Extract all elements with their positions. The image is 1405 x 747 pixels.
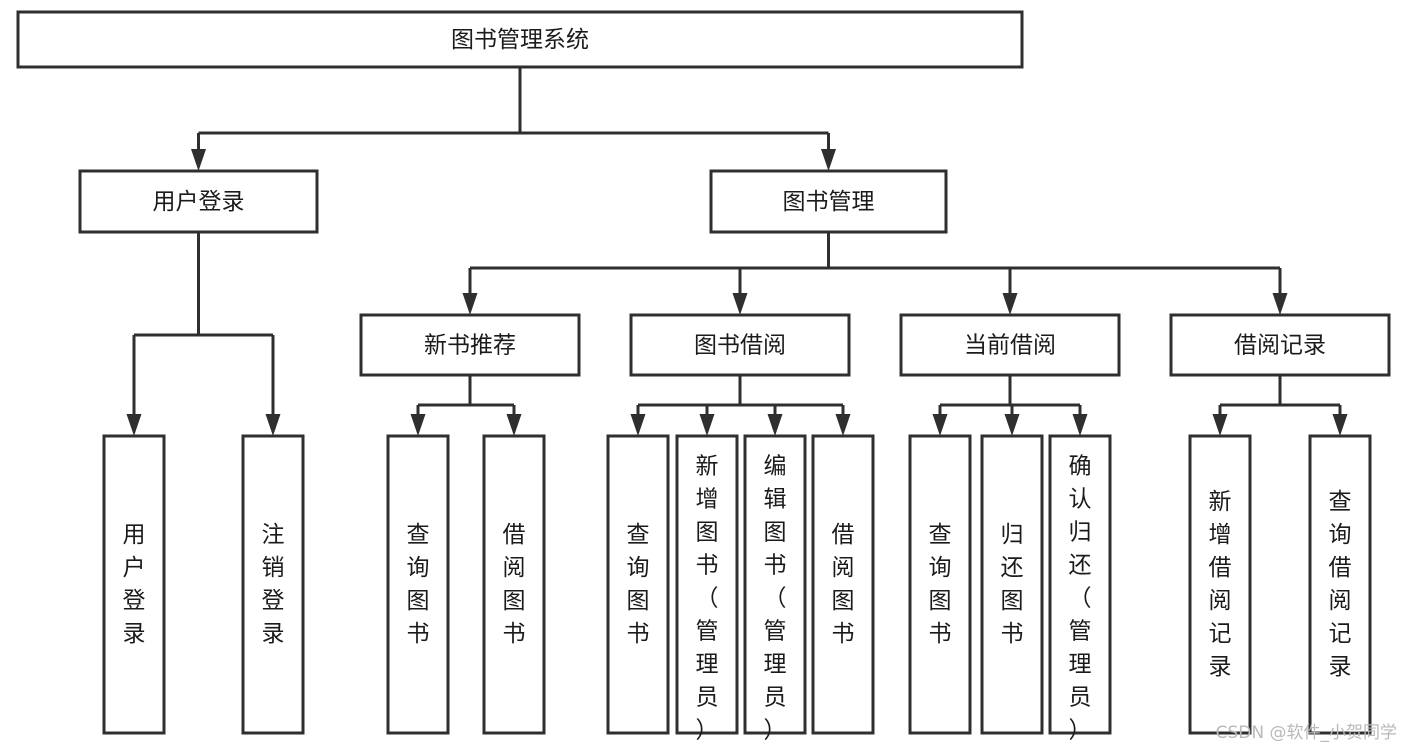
node-leaf-user-login[interactable]: 用户登录 [102, 434, 166, 735]
node-label: 图书借阅 [694, 333, 786, 359]
connector-group [462, 232, 1288, 315]
node-label: 新书推荐 [424, 333, 516, 359]
connector-arrowhead [1212, 414, 1228, 436]
node-leaf-query-book-3[interactable]: 查询图书 [908, 434, 972, 735]
connector-arrowhead [265, 414, 281, 436]
node-box[interactable] [386, 434, 450, 735]
node-user-login[interactable]: 用户登录 [78, 169, 319, 234]
node-label: 确认归还（管理员） [1069, 453, 1092, 743]
node-label: 借阅图书 [503, 522, 526, 647]
connector-arrowhead [191, 149, 206, 171]
node-leaf-add-record[interactable]: 新增借阅记录 [1188, 434, 1252, 735]
connector-arrowhead [410, 414, 426, 436]
connector-layer [126, 67, 1348, 436]
connector-arrowhead [699, 414, 715, 436]
node-label: 用户登录 [153, 189, 245, 215]
node-book-borrow[interactable]: 图书借阅 [629, 313, 851, 377]
connector-arrowhead [1002, 293, 1018, 315]
connector-arrowhead [767, 414, 783, 436]
node-box[interactable] [102, 434, 166, 735]
node-borrow-record[interactable]: 借阅记录 [1169, 313, 1391, 377]
node-leaf-add-book[interactable]: 新增图书（管理员） [675, 434, 739, 743]
node-layer: 图书管理系统用户登录图书管理新书推荐图书借阅当前借阅借阅记录用户登录注销登录查询… [16, 10, 1391, 743]
connector-group [630, 375, 851, 436]
node-box[interactable] [709, 169, 948, 234]
node-label: 新增图书（管理员） [696, 453, 719, 743]
connector-arrowhead [821, 149, 836, 171]
node-label: 图书管理 [783, 189, 875, 215]
node-label: 归还图书 [1001, 522, 1024, 647]
node-leaf-borrow-book-2[interactable]: 借阅图书 [811, 434, 875, 735]
node-box[interactable] [1169, 313, 1391, 377]
node-label: 借阅图书 [832, 522, 855, 647]
node-box[interactable] [78, 169, 319, 234]
node-label: 查询借阅记录 [1329, 489, 1352, 680]
node-label: 用户登录 [123, 522, 146, 647]
node-box[interactable] [359, 313, 581, 377]
node-box[interactable] [482, 434, 546, 735]
node-label: 当前借阅 [964, 333, 1056, 359]
node-box[interactable] [241, 434, 305, 735]
node-box[interactable] [1308, 434, 1372, 735]
node-leaf-borrow-book-1[interactable]: 借阅图书 [482, 434, 546, 735]
node-leaf-query-book-1[interactable]: 查询图书 [386, 434, 450, 735]
node-current-borrow[interactable]: 当前借阅 [899, 313, 1121, 377]
node-box[interactable] [606, 434, 670, 735]
connector-group [1212, 375, 1348, 436]
node-book-manage[interactable]: 图书管理 [709, 169, 948, 234]
connector-arrowhead [835, 414, 851, 436]
node-box[interactable] [899, 313, 1121, 377]
node-leaf-logout[interactable]: 注销登录 [241, 434, 305, 735]
node-label: 查询图书 [407, 522, 430, 647]
node-leaf-query-record[interactable]: 查询借阅记录 [1308, 434, 1372, 735]
node-box[interactable] [980, 434, 1044, 735]
connector-arrowhead [126, 414, 142, 436]
node-label: 编辑图书（管理员） [764, 453, 787, 743]
connector-arrowhead [1332, 414, 1348, 436]
connector-arrowhead [932, 414, 948, 436]
node-box[interactable] [629, 313, 851, 377]
node-label: 查询图书 [627, 522, 650, 647]
connector-group [932, 375, 1088, 436]
node-leaf-edit-book[interactable]: 编辑图书（管理员） [743, 434, 807, 743]
node-box[interactable] [743, 434, 807, 735]
node-label: 借阅记录 [1234, 333, 1326, 359]
watermark-text: CSDN @软件_小贺同学 [1215, 723, 1397, 743]
connector-arrowhead [1004, 414, 1020, 436]
connector-group [126, 232, 281, 436]
node-root[interactable]: 图书管理系统 [16, 10, 1024, 69]
connector-arrowhead [1072, 414, 1088, 436]
connector-group [191, 67, 836, 171]
node-box[interactable] [1188, 434, 1252, 735]
node-new-book-rec[interactable]: 新书推荐 [359, 313, 581, 377]
node-leaf-query-book-2[interactable]: 查询图书 [606, 434, 670, 735]
node-box[interactable] [811, 434, 875, 735]
node-label: 查询图书 [929, 522, 952, 647]
connector-arrowhead [1272, 293, 1288, 315]
node-leaf-confirm-return[interactable]: 确认归还（管理员） [1048, 434, 1112, 743]
node-box[interactable] [675, 434, 739, 735]
connector-group [410, 375, 522, 436]
node-box[interactable] [16, 10, 1024, 69]
node-label: 新增借阅记录 [1209, 489, 1232, 680]
node-label: 图书管理系统 [451, 27, 589, 53]
connector-arrowhead [630, 414, 646, 436]
node-box[interactable] [908, 434, 972, 735]
node-box[interactable] [1048, 434, 1112, 735]
connector-arrowhead [462, 293, 478, 315]
connector-arrowhead [506, 414, 522, 436]
node-label: 注销登录 [262, 522, 285, 647]
connector-arrowhead [732, 293, 748, 315]
node-leaf-return-book[interactable]: 归还图书 [980, 434, 1044, 735]
